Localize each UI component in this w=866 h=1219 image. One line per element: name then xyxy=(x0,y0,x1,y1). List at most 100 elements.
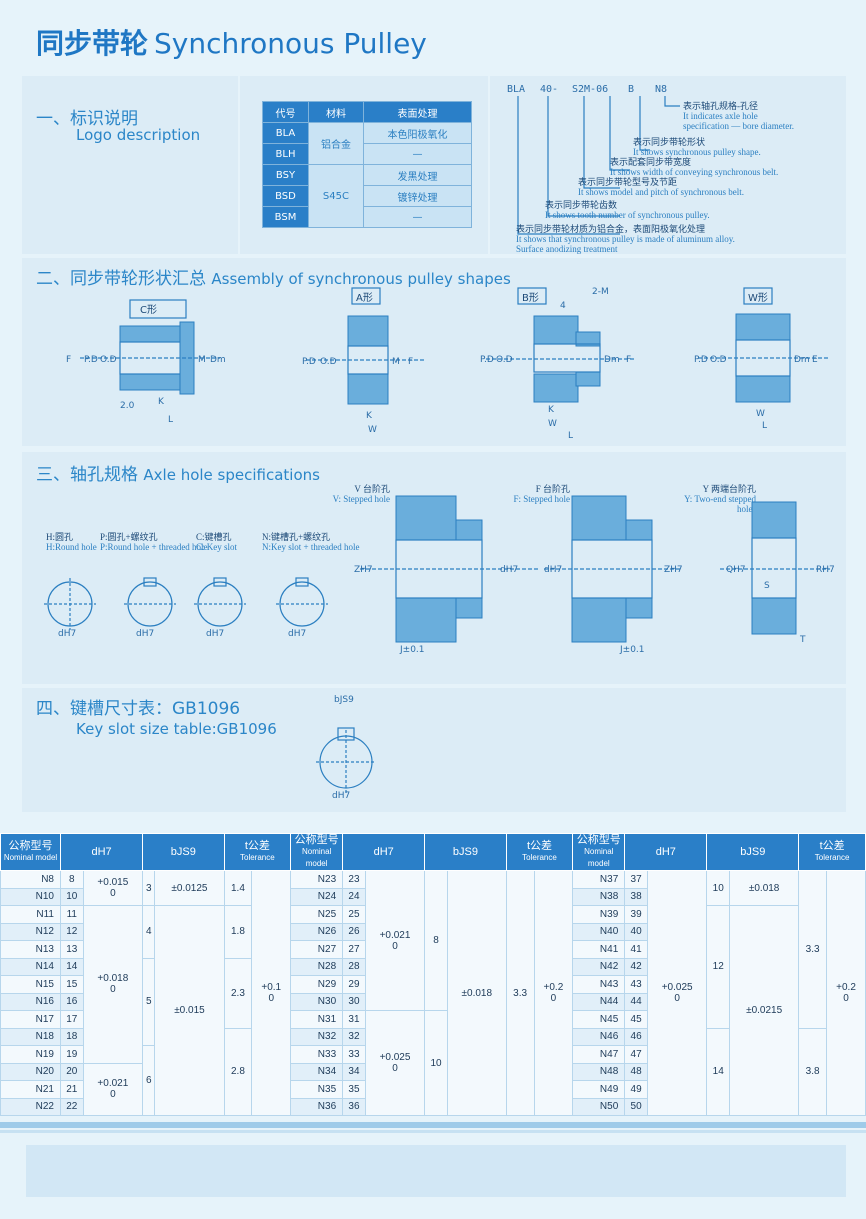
spec-cell: 17 xyxy=(60,1010,84,1029)
spec-cell: N39 xyxy=(572,905,626,924)
footer-panel xyxy=(26,1145,846,1197)
svg-text:T: T xyxy=(799,635,806,645)
svg-text:A形: A形 xyxy=(356,292,373,304)
bottom-divider xyxy=(0,1122,866,1128)
spec-cell: 23 xyxy=(342,870,366,889)
spec-cell: N14 xyxy=(0,957,61,976)
spec-cell: 12 xyxy=(60,922,84,941)
spec-cell: N36 xyxy=(290,1097,344,1116)
spec-cell: +0.1 0 xyxy=(251,870,292,1116)
spec-cell: N34 xyxy=(290,1062,344,1081)
spec-cell: 44 xyxy=(624,992,648,1011)
svg-text:QH7: QH7 xyxy=(726,565,746,575)
svg-text:2.0: 2.0 xyxy=(120,401,135,411)
svg-text:P.D: P.D xyxy=(694,355,708,365)
col-dh7-2: dH7 xyxy=(342,833,426,871)
spec-cell: N38 xyxy=(572,887,626,906)
col-bjs9-1: bJS9 xyxy=(142,833,225,871)
section4-subtitle: Key slot size table:GB1096 xyxy=(76,720,277,738)
spec-cell: 25 xyxy=(342,905,366,924)
svg-text:O.D: O.D xyxy=(320,357,337,367)
spec-cell: 48 xyxy=(624,1062,648,1081)
spec-cell: N41 xyxy=(572,940,626,959)
spec-cell: N29 xyxy=(290,975,344,994)
svg-text:Dm: Dm xyxy=(604,355,620,365)
col-dh7-3: dH7 xyxy=(624,833,708,871)
shapes-panel xyxy=(22,258,846,446)
spec-cell: ±0.0125 xyxy=(154,870,225,906)
spec-cell: +0.025 0 xyxy=(364,1010,426,1116)
svg-text:Dm: Dm xyxy=(794,355,810,365)
spec-cell: N23 xyxy=(290,870,344,889)
spec-cell: N47 xyxy=(572,1045,626,1064)
spec-cell: ±0.018 xyxy=(729,870,800,906)
spec-cell: N43 xyxy=(572,975,626,994)
spec-cell: N45 xyxy=(572,1010,626,1029)
svg-text:M: M xyxy=(198,355,206,365)
spec-cell: 21 xyxy=(60,1080,84,1099)
spec-cell: 34 xyxy=(342,1062,366,1081)
svg-text:L: L xyxy=(168,415,173,425)
spec-cell: N40 xyxy=(572,922,626,941)
spec-cell: 30 xyxy=(342,992,366,1011)
spec-cell: 46 xyxy=(624,1027,648,1046)
spec-cell: 19 xyxy=(60,1045,84,1064)
col-bjs9-2: bJS9 xyxy=(424,833,507,871)
keyslot-drawing: bJS9 dH7 xyxy=(316,695,376,801)
spec-cell: N21 xyxy=(0,1080,61,1099)
spec-cell: 14 xyxy=(60,957,84,976)
svg-text:W: W xyxy=(548,419,557,429)
spec-cell: 11 xyxy=(60,905,84,924)
svg-text:K: K xyxy=(158,397,165,407)
spec-cell: 5 xyxy=(142,957,156,1046)
spec-cell: 27 xyxy=(342,940,366,959)
svg-text:O.D: O.D xyxy=(100,355,117,365)
logo-divider xyxy=(238,76,240,254)
spec-cell: N44 xyxy=(572,992,626,1011)
svg-text:K: K xyxy=(548,405,555,415)
spec-cell: 4 xyxy=(142,905,156,959)
spec-cell: N28 xyxy=(290,957,344,976)
spec-cell: 26 xyxy=(342,922,366,941)
spec-cell: 10 xyxy=(424,1010,448,1116)
spec-cell: 42 xyxy=(624,957,648,976)
svg-text:dH7: dH7 xyxy=(206,629,224,639)
code-part-5: N8 xyxy=(655,84,668,95)
spec-cell: 14 xyxy=(706,1027,731,1116)
spec-cell: N10 xyxy=(0,887,61,906)
spec-cell: N46 xyxy=(572,1027,626,1046)
svg-text:F: F xyxy=(66,355,71,365)
spec-cell: 10 xyxy=(60,887,84,906)
section1-subtitle: Logo description xyxy=(76,126,201,144)
spec-cell: 40 xyxy=(624,922,648,941)
spec-cell: 28 xyxy=(342,957,366,976)
svg-text:dH7: dH7 xyxy=(136,629,154,639)
svg-text:F: F xyxy=(408,357,413,367)
svg-text:P.D: P.D xyxy=(84,355,98,365)
spec-cell: N30 xyxy=(290,992,344,1011)
spec-cell: N11 xyxy=(0,905,61,924)
spec-cell: N26 xyxy=(290,922,344,941)
spec-cell: N49 xyxy=(572,1080,626,1099)
svg-text:J±0.1: J±0.1 xyxy=(399,645,425,655)
spec-cell: 16 xyxy=(60,992,84,1011)
spec-cell: 8 xyxy=(424,870,448,1011)
svg-text:dH7: dH7 xyxy=(332,791,350,801)
